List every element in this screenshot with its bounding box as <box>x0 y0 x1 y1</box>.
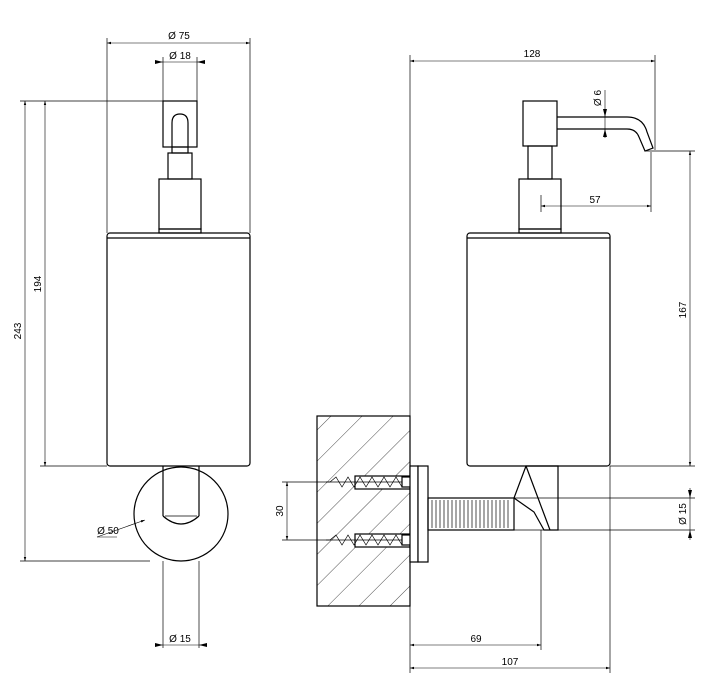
wall-rosette <box>133 466 229 562</box>
pump-collar <box>158 178 202 230</box>
side-h-30-label: 30 <box>275 505 286 517</box>
front-dia-18-label: Ø 18 <box>169 51 191 62</box>
wall-section <box>316 415 411 607</box>
front-dia-75-label: Ø 75 <box>168 31 190 42</box>
front-h-194-label: 194 <box>33 275 44 292</box>
front-dia-50-label: Ø 50 <box>97 526 119 537</box>
side-dia-15-label: Ø 15 <box>678 503 689 525</box>
pump-head <box>162 100 198 148</box>
side-view: 128 Ø 6 57 167 30 Ø 15 69 1 <box>275 49 695 673</box>
side-dia-6-label: Ø 6 <box>593 90 604 107</box>
side-w-69-label: 69 <box>470 634 482 645</box>
side-w-128-label: 128 <box>524 49 541 60</box>
spout-front <box>171 113 189 147</box>
front-view: Ø 75 Ø 18 243 194 Ø 50 Ø 15 <box>13 31 251 648</box>
side-w-57-label: 57 <box>589 195 601 206</box>
wall-anchor-top <box>326 475 418 490</box>
front-dia-15-label: Ø 15 <box>169 634 191 645</box>
pump-collar-side <box>518 178 562 230</box>
pump-stem-side <box>527 145 553 180</box>
support-arm <box>427 497 515 531</box>
side-h-167-label: 167 <box>678 301 689 318</box>
wall-plate <box>409 465 419 563</box>
pump-head-side <box>522 100 558 147</box>
side-w-107-label: 107 <box>502 657 519 668</box>
container-side <box>466 232 611 467</box>
front-h-243-label: 243 <box>13 322 24 339</box>
spout-tip <box>171 146 189 154</box>
container-front <box>106 232 251 467</box>
spout-side <box>557 116 654 152</box>
pump-stem <box>167 152 193 180</box>
